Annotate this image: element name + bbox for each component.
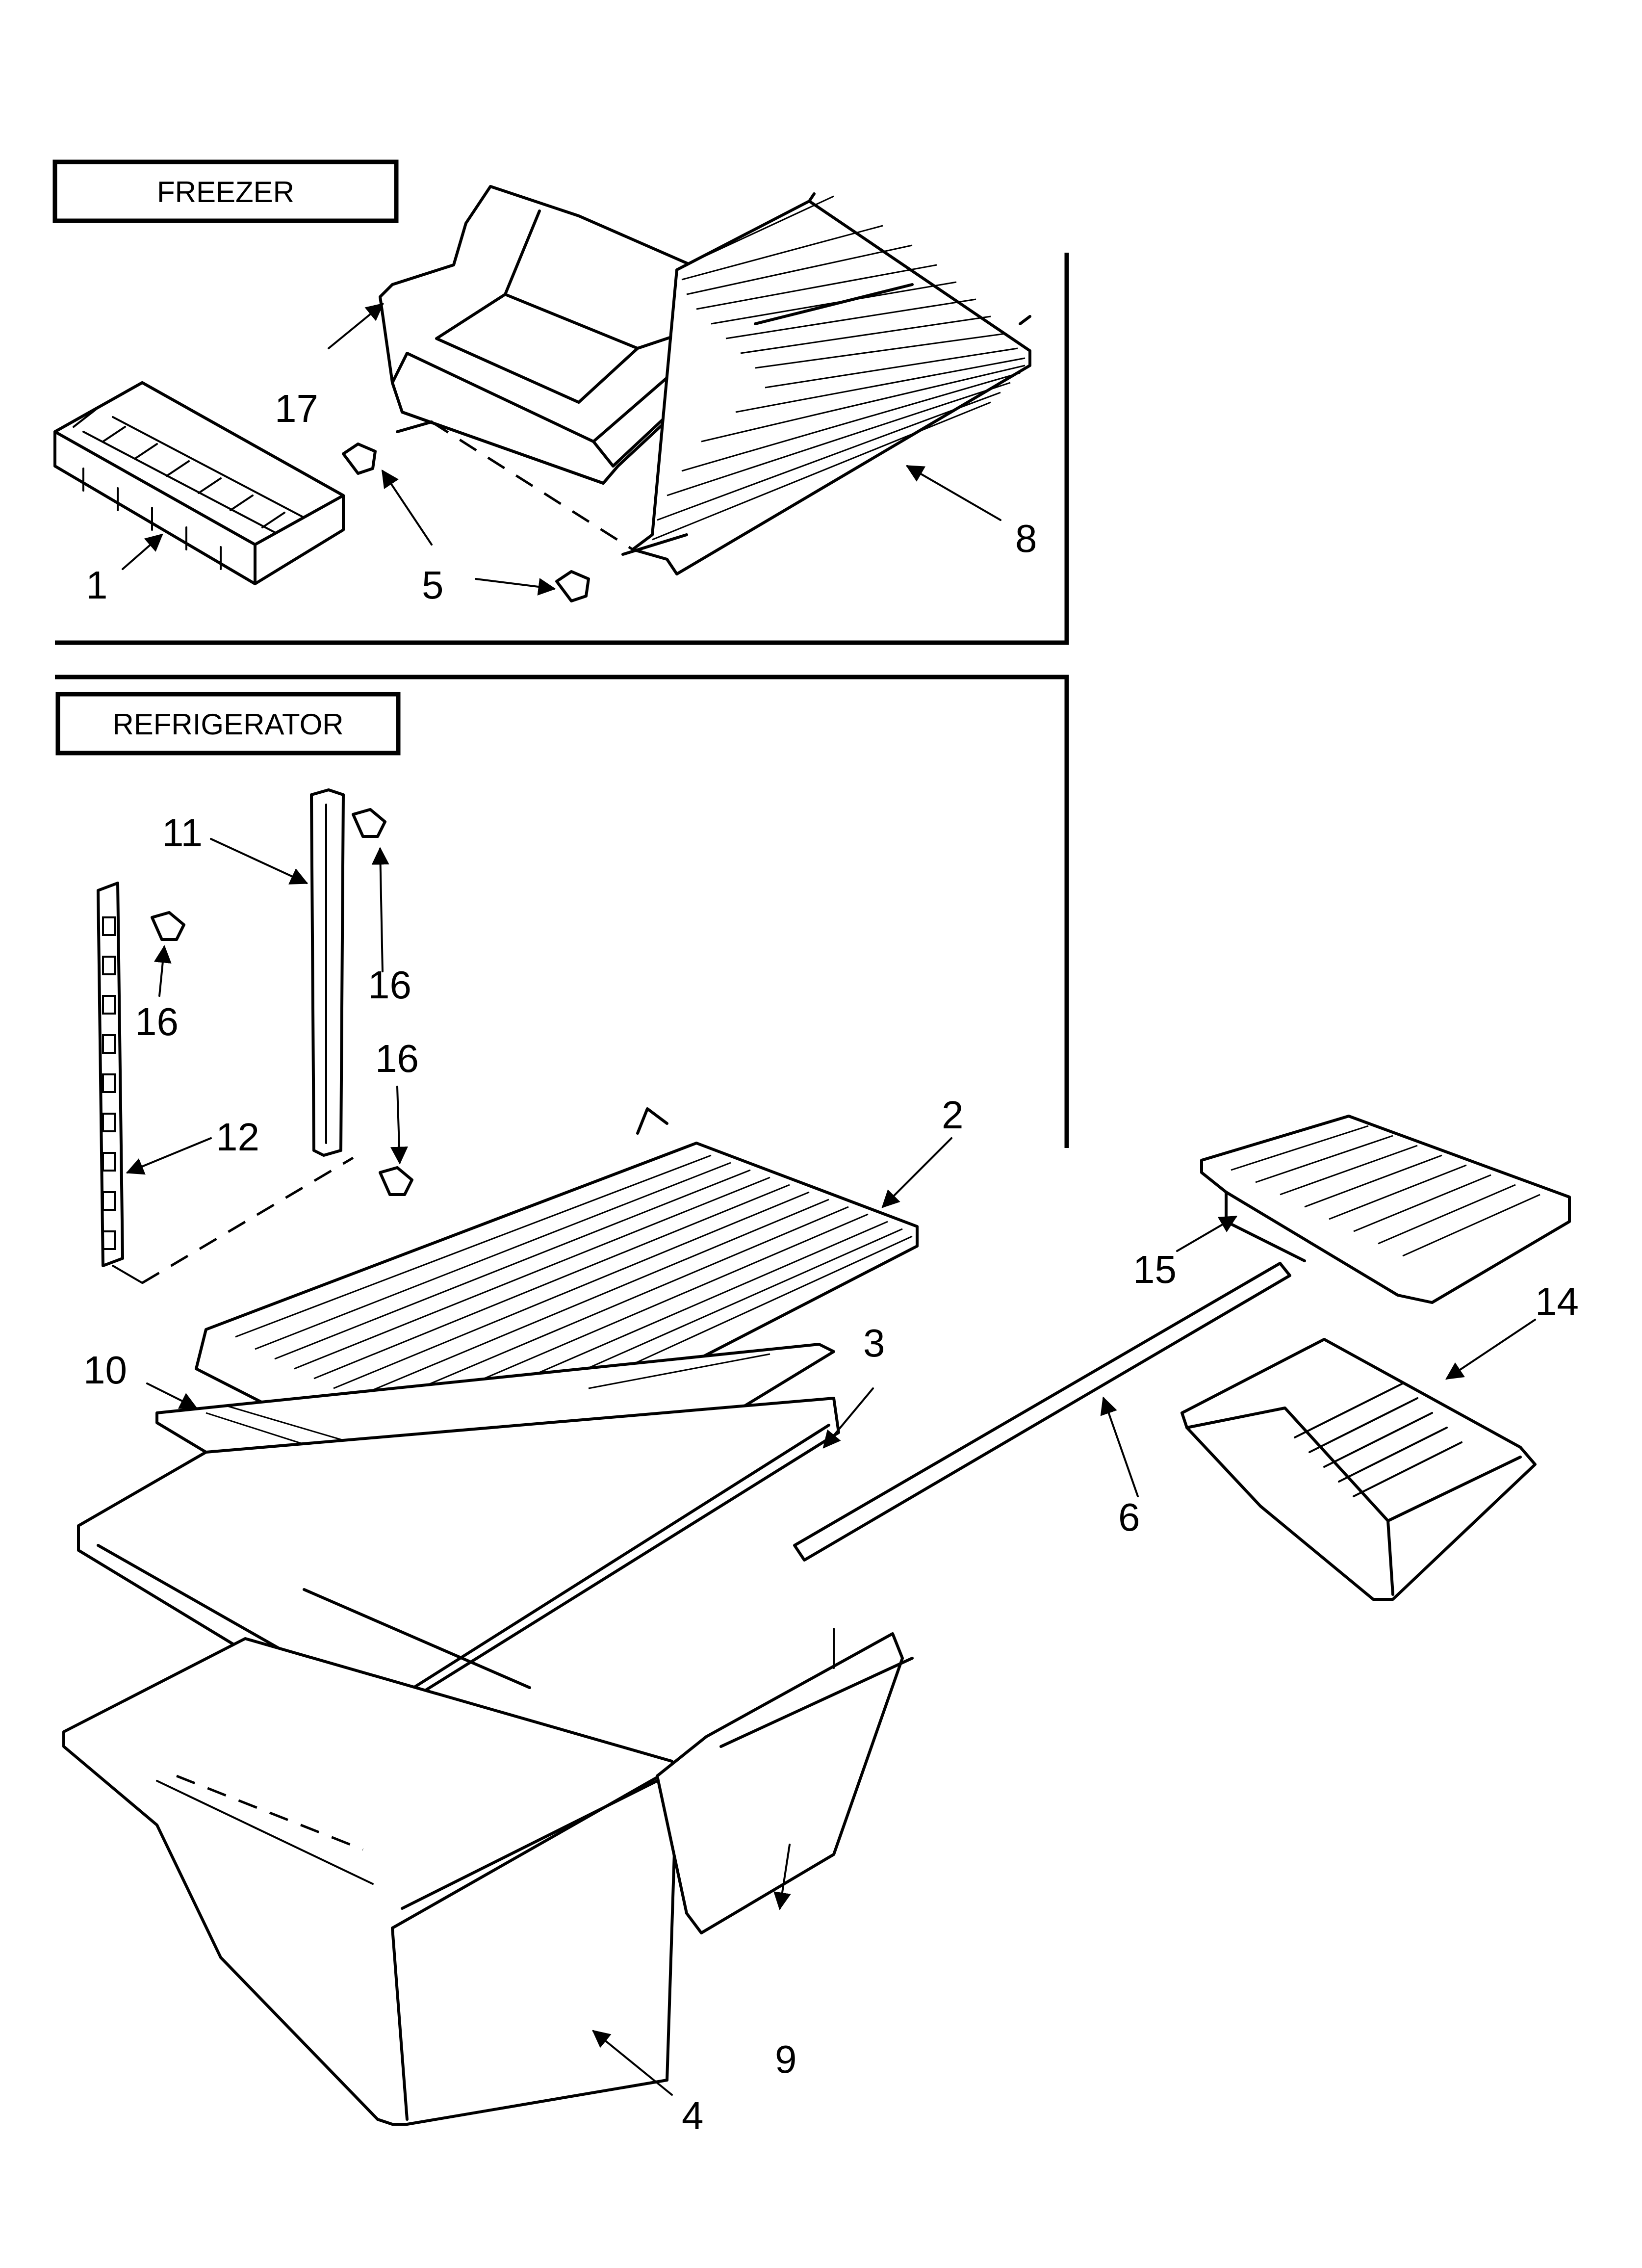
callout-8: 8 [1015, 517, 1037, 560]
ice-cube-tray [53, 381, 345, 585]
ladder-screws [151, 808, 413, 1196]
refrigerator-section: REFRIGERATOR [55, 675, 1069, 1148]
freezer-section-border [55, 253, 1069, 645]
shelf-ladder-left [97, 882, 354, 1284]
crisper-drawer-right [656, 1628, 914, 1934]
callout-16c: 16 [375, 1037, 419, 1080]
callout-16b: 16 [135, 1000, 179, 1043]
crisper-drawer-left [62, 1637, 678, 2126]
callout-9: 9 [775, 2037, 797, 2081]
callout-12: 12 [216, 1115, 259, 1159]
deli-drawer-cover [1200, 1115, 1571, 1304]
shelf-ladder-right [310, 788, 345, 1157]
callout-3: 3 [863, 1321, 885, 1365]
freezer-label: FREEZER [157, 176, 294, 209]
callout-5: 5 [422, 563, 444, 607]
deli-drawer [1180, 1338, 1537, 1601]
callout-16a: 16 [368, 963, 411, 1007]
refrigerator-label-box [55, 692, 401, 756]
callout-1: 1 [86, 563, 108, 607]
callout-14: 14 [1535, 1279, 1579, 1323]
refrigerator-label: REFRIGERATOR [112, 708, 343, 741]
callout-15: 15 [1133, 1248, 1177, 1291]
refrigerator-section-border [55, 675, 1069, 1148]
callout-11: 11 [162, 811, 203, 855]
shelf-support-clips [342, 443, 590, 602]
freezer-wire-shelf [396, 192, 1031, 575]
callout-2: 2 [942, 1093, 964, 1137]
freezer-section: FREEZER [52, 159, 1069, 645]
callout-10: 10 [83, 1348, 127, 1392]
callout-17: 17 [275, 387, 318, 430]
callout-4: 4 [682, 2094, 704, 2138]
callout-leaders [122, 303, 1536, 2096]
crisper-divider-strip [793, 1262, 1291, 1562]
callout-numbers: 17 1 5 8 11 16 16 16 12 2 3 10 15 14 6 9… [83, 387, 1579, 2138]
freezer-label-box [52, 159, 399, 223]
callout-6: 6 [1118, 1495, 1140, 1539]
